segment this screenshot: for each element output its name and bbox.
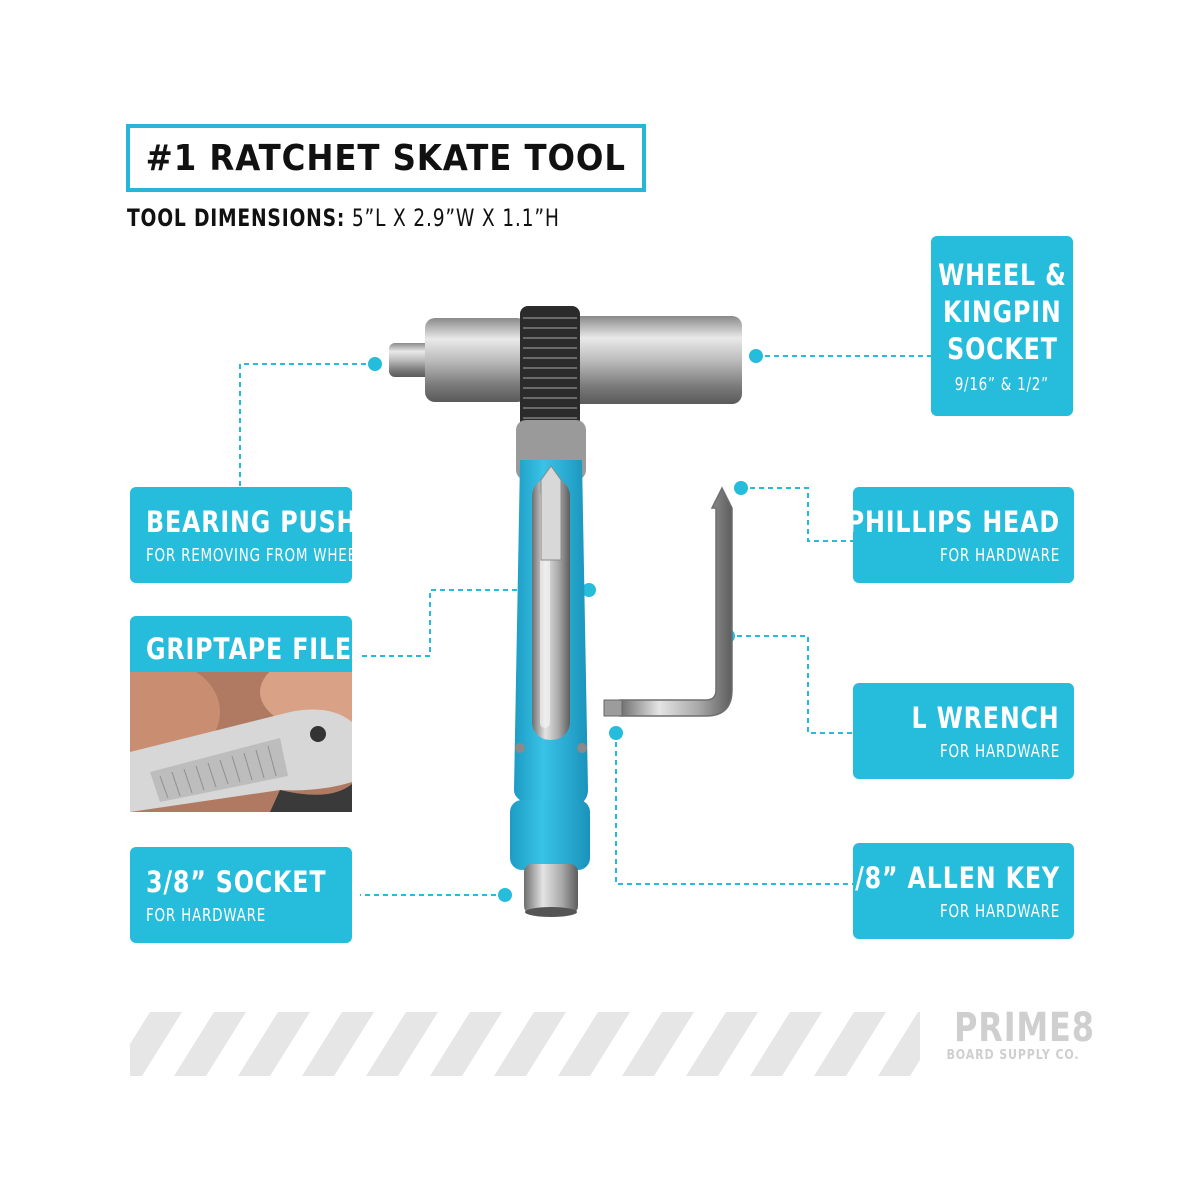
phillips-head-sub: FOR HARDWARE [940,544,1060,566]
l-wrench-sub: FOR HARDWARE [940,740,1060,762]
bearing-push-sub: FOR REMOVING FROM WHEELS [146,544,352,566]
griptape-file-photo-icon [130,672,352,812]
brand-logo: PRIME8 BOARD SUPPLY CO. [924,1005,1095,1063]
socket-38-sub: FOR HARDWARE [146,904,266,926]
l-wrench-title: L WRENCH [911,700,1060,735]
wheel-kingpin-line1: WHEEL & [937,258,1067,292]
socket-38-card: 3/8” SOCKET FOR HARDWARE [130,847,352,943]
page-title: #1 RATCHET SKATE TOOL [145,137,627,179]
wheel-kingpin-socket-card: WHEEL & KINGPIN SOCKET 9/16” & 1/2” [931,236,1073,416]
bearing-push-card: BEARING PUSH FOR REMOVING FROM WHEELS [130,487,352,583]
wheel-kingpin-line2: KINGPIN [942,295,1062,329]
l-wrench-icon [603,486,733,717]
footer-stripes [130,1012,920,1076]
tool-dimensions: TOOL DIMENSIONS: 5”L X 2.9”W X 1.1”H [127,204,560,232]
phillips-head-card: PHILLIPS HEAD FOR HARDWARE [853,487,1074,583]
l-wrench-card: L WRENCH FOR HARDWARE [853,683,1074,779]
brand-name: PRIME8 [954,1005,1095,1051]
title-box: #1 RATCHET SKATE TOOL [126,124,646,192]
ratchet-skate-tool-icon [389,306,742,917]
dimensions-value: 5”L X 2.9”W X 1.1”H [351,204,560,232]
dimensions-label: TOOL DIMENSIONS: [127,204,346,232]
griptape-file-title: GRIPTAPE FILE [146,632,352,666]
allen-key-sub: FOR HARDWARE [940,900,1060,922]
wheel-kingpin-line3: SOCKET [946,332,1058,366]
allen-key-card: 1/8” ALLEN KEY FOR HARDWARE [853,843,1074,939]
phillips-head-title: PHILLIPS HEAD [853,504,1060,539]
brand-sub: BOARD SUPPLY CO. [946,1048,1080,1063]
leader-lines [239,355,932,896]
bearing-push-title: BEARING PUSH [146,504,352,539]
socket-38-title: 3/8” SOCKET [146,864,327,899]
wheel-kingpin-sub: 9/16” & 1/2” [954,374,1050,395]
allen-key-title: 1/8” ALLEN KEY [853,860,1060,895]
